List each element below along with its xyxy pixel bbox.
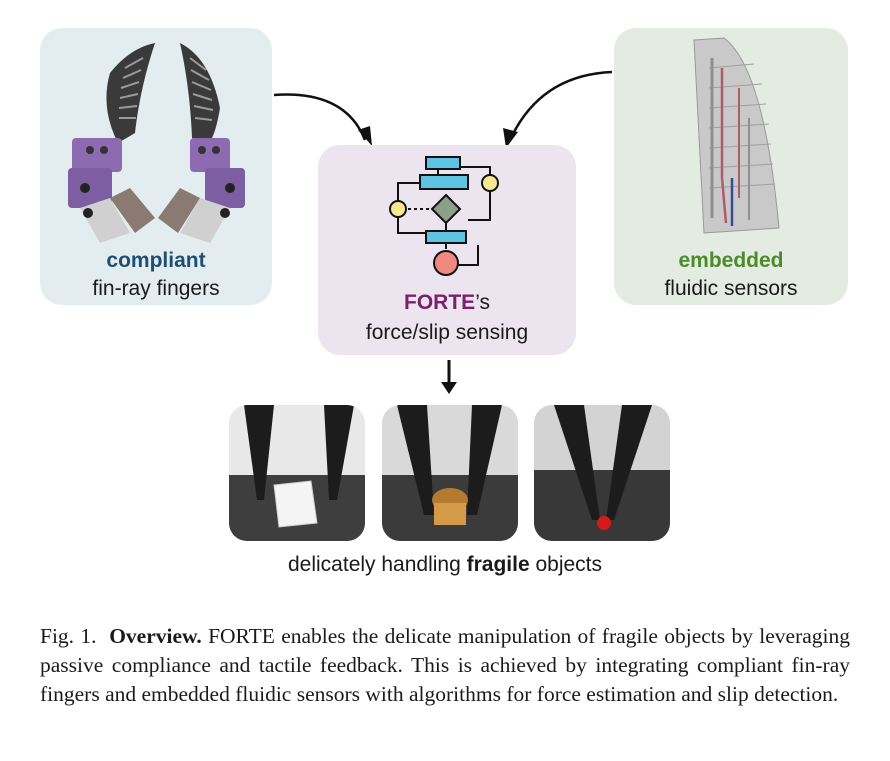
- fluidic-sensor-illustration: [693, 37, 780, 234]
- bottom-caption: delicately handling fragile objects: [287, 553, 603, 576]
- figure-text: FORTE enables the delicate manipulation …: [40, 624, 851, 706]
- compliant-label: compliant: [106, 249, 206, 272]
- figure-heading: Overview.: [109, 624, 202, 648]
- embedded-sensors-panel: embedded fluidic sensors: [614, 28, 848, 305]
- fin-ray-fingers-label: fin-ray fingers: [92, 277, 220, 300]
- photo-gripper-paper-box: [229, 405, 365, 541]
- force-slip-sensing-label: force/slip sensing: [365, 321, 529, 344]
- fin-ray-gripper-illustration: [68, 43, 245, 243]
- forte-sensing-panel: FORTE’s force/slip sensing: [318, 145, 576, 355]
- photo-gripper-berry: [534, 405, 670, 541]
- fluidic-sensors-label: fluidic sensors: [664, 277, 798, 300]
- forte-title: FORTE’s: [404, 291, 490, 314]
- figure-label: Fig. 1.: [40, 624, 97, 648]
- compliant-fingers-panel: compliant fin-ray fingers: [40, 28, 272, 305]
- embedded-label: embedded: [678, 249, 784, 272]
- figure-caption: Fig. 1. Overview. FORTE enables the deli…: [40, 622, 850, 709]
- flowchart-icon: [389, 156, 499, 276]
- photo-gripper-muffin: [382, 405, 518, 541]
